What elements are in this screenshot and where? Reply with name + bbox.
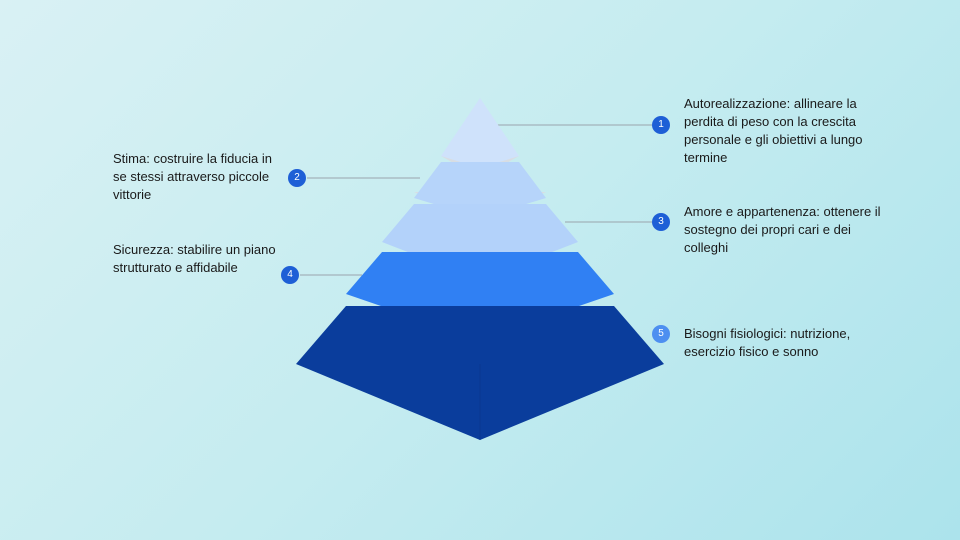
- tier-4-safety: [346, 252, 614, 340]
- badge-2: 2: [288, 169, 306, 187]
- label-level-1: Autorealizzazione: allineare la perdita …: [684, 96, 863, 165]
- badge-4: 4: [281, 266, 299, 284]
- badge-1: 1: [652, 116, 670, 134]
- tier-1-top: [441, 98, 519, 168]
- label-level-4: Sicurezza: stabilire un piano strutturat…: [113, 242, 276, 275]
- label-level-3: Amore e appartenenza: ottenere il sosteg…: [684, 204, 881, 255]
- badge-3: 3: [652, 213, 670, 231]
- badge-5: 5: [652, 325, 670, 343]
- label-level-2: Stima: costruire la fiducia in se stessi…: [113, 151, 272, 202]
- label-level-5: Bisogni fisiologici: nutrizione, eserciz…: [684, 326, 851, 359]
